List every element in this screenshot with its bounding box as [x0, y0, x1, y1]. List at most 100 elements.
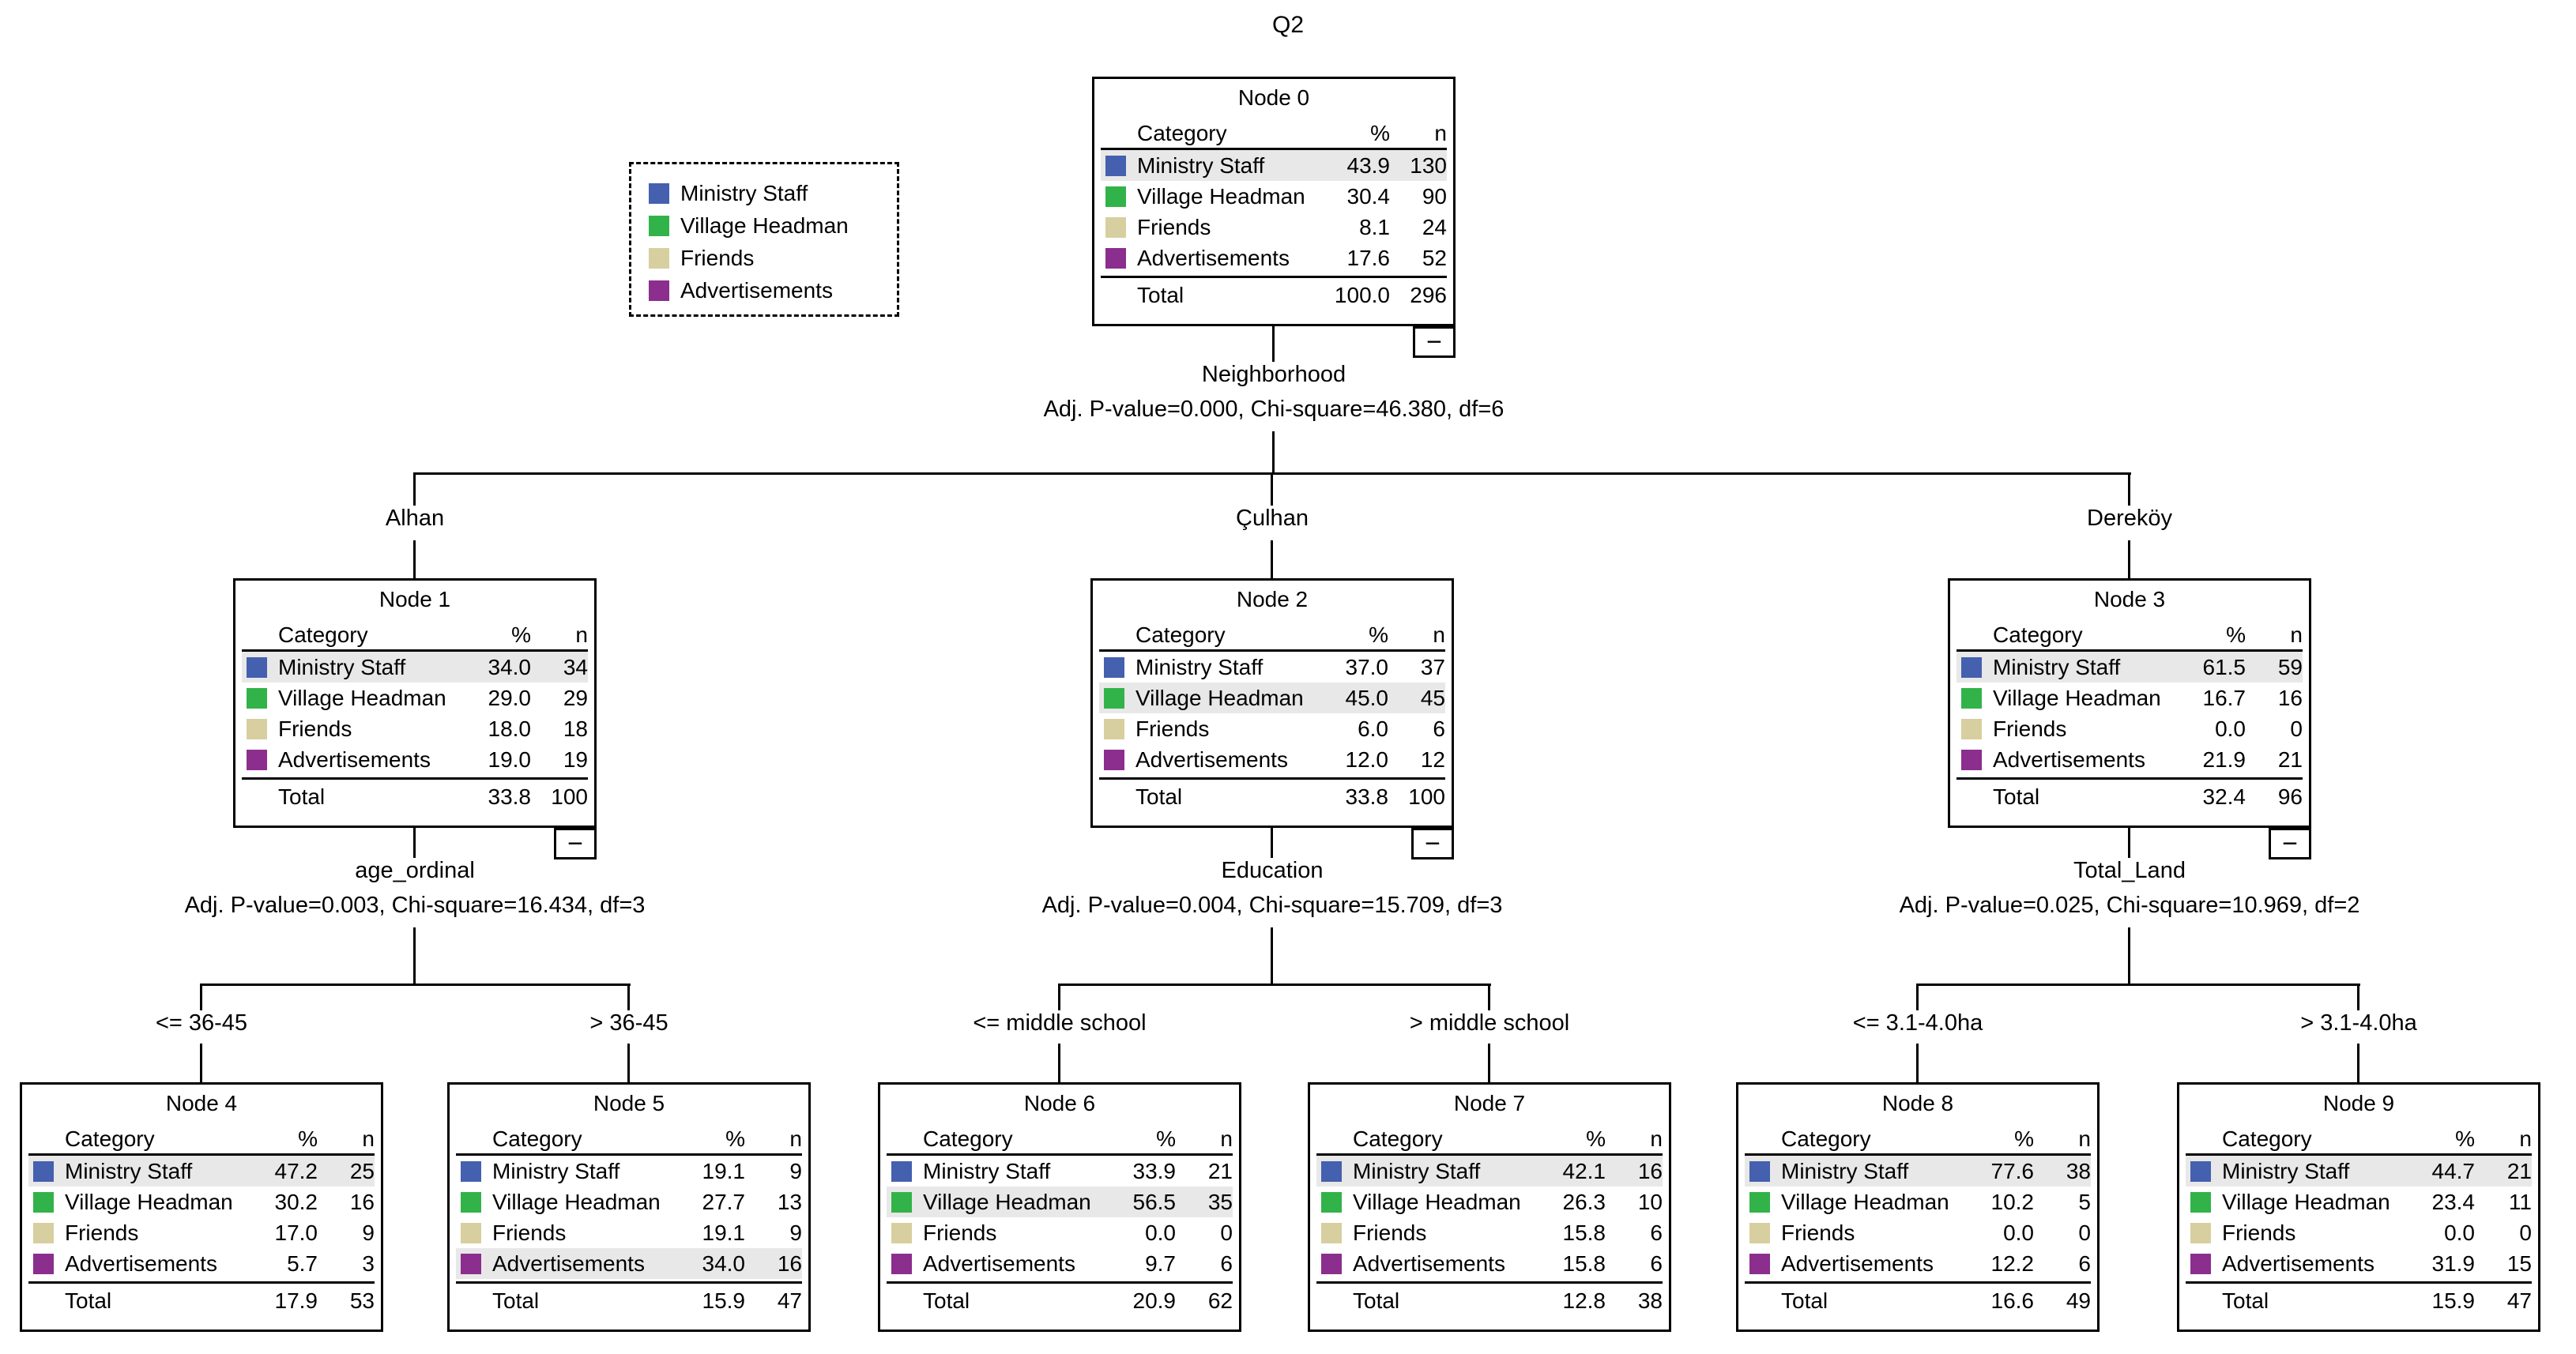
total-pct: 100.0	[1334, 283, 1390, 307]
friends-swatch-icon	[461, 1222, 481, 1243]
total-separator	[1745, 1281, 2091, 1284]
total-n: 100	[1408, 784, 1445, 809]
category-n: 6	[1650, 1220, 1663, 1245]
node-title: Node 2	[1236, 587, 1309, 611]
category-pct: 29.0	[488, 685, 532, 710]
node-table-header: Category % n	[1101, 115, 1447, 150]
node-table-header: Category % n	[242, 617, 588, 652]
column-header-pct: %	[1586, 1126, 1606, 1151]
category-label: Village Headman	[278, 685, 446, 710]
node-title: Node 6	[1023, 1091, 1096, 1115]
column-header-pct: %	[2226, 622, 2246, 647]
category-n: 9	[362, 1220, 375, 1245]
node-title: Node 5	[593, 1091, 665, 1115]
tree-connector-vline	[413, 540, 416, 578]
category-n: 29	[563, 685, 588, 710]
total-pct: 15.9	[2431, 1288, 2476, 1313]
collapse-toggle-node-0[interactable]: −	[1413, 326, 1456, 358]
total-label: Total	[923, 1288, 970, 1313]
category-pct: 31.9	[2431, 1251, 2476, 1276]
column-header-pct: %	[1370, 121, 1390, 145]
column-header-category: Category	[1135, 622, 1226, 647]
column-header-pct: %	[511, 622, 531, 647]
friends-swatch-icon	[1104, 718, 1124, 739]
category-label: Village Headman	[923, 1189, 1091, 1214]
column-header-category: Category	[2222, 1126, 2312, 1151]
category-n: 15	[2506, 1251, 2532, 1276]
category-label: Advertisements	[1135, 747, 1288, 772]
tree-connector-vline	[1271, 540, 1273, 578]
category-label: Advertisements	[492, 1251, 645, 1276]
branch-value-label: Dereköy	[2087, 506, 2172, 531]
category-n: 38	[2066, 1158, 2091, 1183]
collapse-toggle-node-2[interactable]: −	[1411, 828, 1454, 859]
column-header-pct: %	[1369, 622, 1388, 647]
category-pct: 43.9	[1346, 152, 1391, 178]
advertisements-swatch-icon	[1749, 1253, 1770, 1274]
advertisements-swatch-icon	[2190, 1253, 2211, 1274]
village-headman-swatch-icon	[1961, 687, 1982, 709]
advertisements-swatch-icon	[461, 1253, 481, 1274]
category-pct: 44.7	[2431, 1158, 2476, 1183]
total-label: Total	[278, 784, 326, 809]
category-pct: 16.7	[2202, 685, 2246, 710]
node-table-header: Category % n	[1956, 617, 2303, 652]
friends-swatch-icon	[1749, 1222, 1770, 1243]
tree-connector-vline	[2128, 927, 2130, 984]
collapse-toggle-node-3[interactable]: −	[2269, 828, 2311, 859]
page-title: Q2	[1271, 12, 1305, 38]
tree-connector-vline	[1272, 326, 1275, 362]
tree-connector-vline	[2128, 828, 2130, 858]
category-n: 35	[1207, 1189, 1233, 1214]
split-variable-label: Neighborhood	[1201, 362, 1346, 387]
branch-value-label: > middle school	[1409, 1010, 1570, 1036]
category-n: 24	[1422, 214, 1447, 239]
column-header-category: Category	[65, 1126, 155, 1151]
category-label: Friends	[492, 1220, 567, 1245]
category-row: Village Headman 29.0 29	[242, 683, 588, 713]
category-label: Friends	[278, 716, 352, 741]
category-pct: 15.8	[1562, 1251, 1606, 1276]
tree-connector-vline	[2128, 472, 2130, 506]
tree-connector-vline	[200, 1044, 202, 1082]
branch-value-label: > 36-45	[589, 1010, 668, 1036]
friends-swatch-icon	[1105, 216, 1126, 238]
category-pct: 45.0	[1345, 685, 1389, 710]
category-label: Ministry Staff	[2222, 1158, 2350, 1183]
village-headman-swatch-icon	[891, 1191, 912, 1213]
category-pct: 6.0	[1358, 716, 1388, 741]
total-row: Total 12.8 38	[1316, 1284, 1663, 1318]
category-n: 18	[563, 716, 588, 741]
collapse-toggle-node-1[interactable]: −	[554, 828, 597, 859]
advertisements-swatch-icon	[891, 1253, 912, 1274]
column-header-n: n	[1434, 121, 1447, 145]
branch-value-label: <= 36-45	[155, 1010, 248, 1036]
legend-label: Village Headman	[680, 213, 849, 238]
category-label: Ministry Staff	[1993, 654, 2121, 679]
village-headman-swatch-icon	[1749, 1191, 1770, 1213]
tree-connector-hline	[1916, 984, 2360, 986]
